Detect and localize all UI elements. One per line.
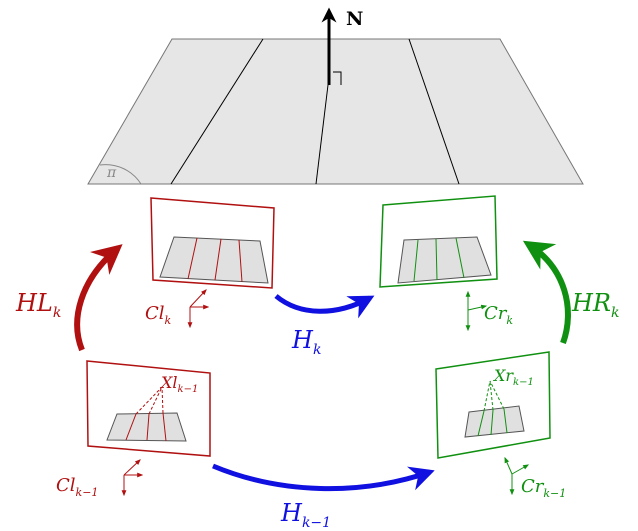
left-frame-k xyxy=(150,197,275,289)
plane-angle-arc xyxy=(99,164,142,185)
arrow-h-k-minus-1 xyxy=(212,463,435,492)
arrow-h-k xyxy=(274,294,375,319)
arrow-hr-k xyxy=(522,240,571,345)
north-vector: N xyxy=(321,7,363,85)
label-h-k: Hk xyxy=(291,326,321,358)
label-h-k-minus-1: Hk−1 xyxy=(280,499,331,531)
ground-plane: π xyxy=(87,38,584,185)
north-label: N xyxy=(346,8,363,30)
camera-axes-cl-k xyxy=(187,289,210,329)
arrow-hl-k xyxy=(74,244,123,352)
label-xl-k-minus-1: Xlk−1 xyxy=(159,373,198,395)
label-cl-k: Clk xyxy=(145,303,172,327)
label-cl-k-minus-1: Clk−1 xyxy=(56,475,98,499)
label-cr-k: Crk xyxy=(484,303,513,327)
right-frame-k-minus-1 xyxy=(435,351,551,459)
camera-axes-cr-k-minus-1 xyxy=(504,456,530,496)
plane-angle-label: π xyxy=(106,165,117,181)
left-frame-k-minus-1 xyxy=(86,360,211,457)
label-cr-k-minus-1: Crk−1 xyxy=(521,476,566,500)
right-frame-k xyxy=(379,195,498,288)
label-hr-k: HRk xyxy=(571,289,619,321)
label-xr-k-minus-1: Xrk−1 xyxy=(492,366,534,388)
camera-axes-cr-k xyxy=(465,290,488,332)
camera-axes-cl-k-minus-1 xyxy=(121,459,144,497)
label-hl-k: HLk xyxy=(15,289,61,321)
